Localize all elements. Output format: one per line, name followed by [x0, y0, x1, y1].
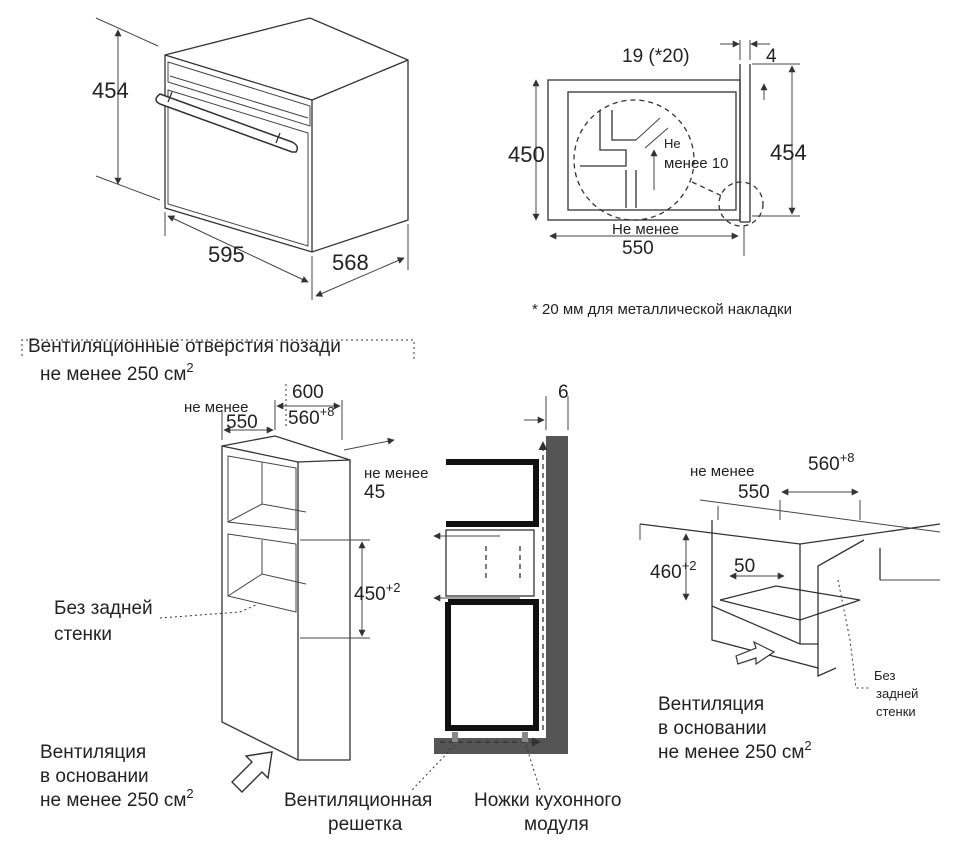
uc-width-inner: 560+8 — [808, 450, 855, 475]
oven-iso-view: 454 595 568 — [92, 17, 409, 300]
cab-width-inner: 560+8 — [288, 404, 335, 429]
oven-depth-dim: 568 — [332, 250, 369, 275]
oven-width-dim: 595 — [208, 242, 245, 267]
min-gap-value: менее 10 — [664, 155, 728, 172]
uc-depth-value: 550 — [738, 482, 770, 503]
rear-vent-line2: не менее 250 см2 — [40, 360, 194, 385]
uc-no-back-line3: стенки — [876, 704, 916, 719]
uc-no-back-line1: Без — [874, 668, 895, 683]
top-gap-dim: 19 (*20) — [622, 46, 690, 67]
uc-depth-label: не менее — [690, 463, 754, 480]
cab-top-min-label: не менее — [364, 465, 428, 482]
min-gap-word: Не — [664, 136, 681, 151]
uc-gap: 50 — [734, 556, 755, 577]
detail-circle — [573, 99, 695, 221]
tall-cabinet-view: Вентиляционные отверстия позади не менее… — [21, 336, 428, 811]
uc-base-vent-line2: в основании — [658, 718, 767, 739]
cab-niche-height: 450+2 — [354, 580, 401, 605]
uc-base-vent-line1: Вентиляция — [658, 694, 764, 715]
oven-body — [164, 17, 409, 253]
uc-no-back-line2: задней — [876, 686, 918, 701]
wall — [546, 436, 568, 752]
rear-vent-line1: Вентиляционные отверстия позади — [28, 336, 341, 357]
under-counter-view: не менее 550 560+8 460+2 50 Без задней с… — [639, 450, 941, 763]
cabinet-body — [221, 435, 351, 761]
grille-line1: Вентиляционная — [284, 790, 432, 811]
legs-line2: модуля — [524, 814, 589, 835]
uc-niche-height: 460+2 — [650, 558, 697, 583]
oven-height-dim: 454 — [92, 78, 129, 103]
niche-inner-height: 450 — [508, 142, 545, 167]
cab-base-vent-line1: Вентиляция — [40, 742, 146, 763]
grille-line2: решетка — [328, 814, 403, 835]
side-section-view: Не менее 10 19 (*20) 4 450 454 Не менее … — [508, 40, 807, 318]
uc-base-vent-line3: не менее 250 см2 — [658, 738, 812, 763]
footnote: * 20 мм для металлической накладки — [532, 301, 792, 318]
cab-depth-label: не менее — [184, 399, 248, 416]
cab-base-vent-line3: не менее 250 см2 — [40, 786, 194, 811]
cab-depth-value: 550 — [226, 412, 258, 433]
niche-depth-value: 550 — [622, 238, 654, 259]
airflow-section-view: 6 Вентиляционная решетка Ножки кухонного… — [284, 382, 622, 835]
cab-no-back-line1: Без задней — [54, 598, 153, 619]
niche-outer-height: 454 — [770, 140, 807, 165]
oven-handle — [155, 91, 299, 153]
cab-top-min-value: 45 — [364, 482, 385, 503]
legs-line1: Ножки кухонного — [474, 790, 622, 811]
wall-gap-dim: 6 — [558, 382, 569, 403]
niche-depth-label: Не менее — [612, 221, 679, 238]
base-vent-arrow — [231, 751, 273, 793]
cab-no-back-line2: стенки — [54, 624, 112, 645]
cab-base-vent-line2: в основании — [40, 766, 149, 787]
panel-dim: 4 — [766, 46, 777, 67]
cab-width-outer: 600 — [292, 382, 324, 403]
